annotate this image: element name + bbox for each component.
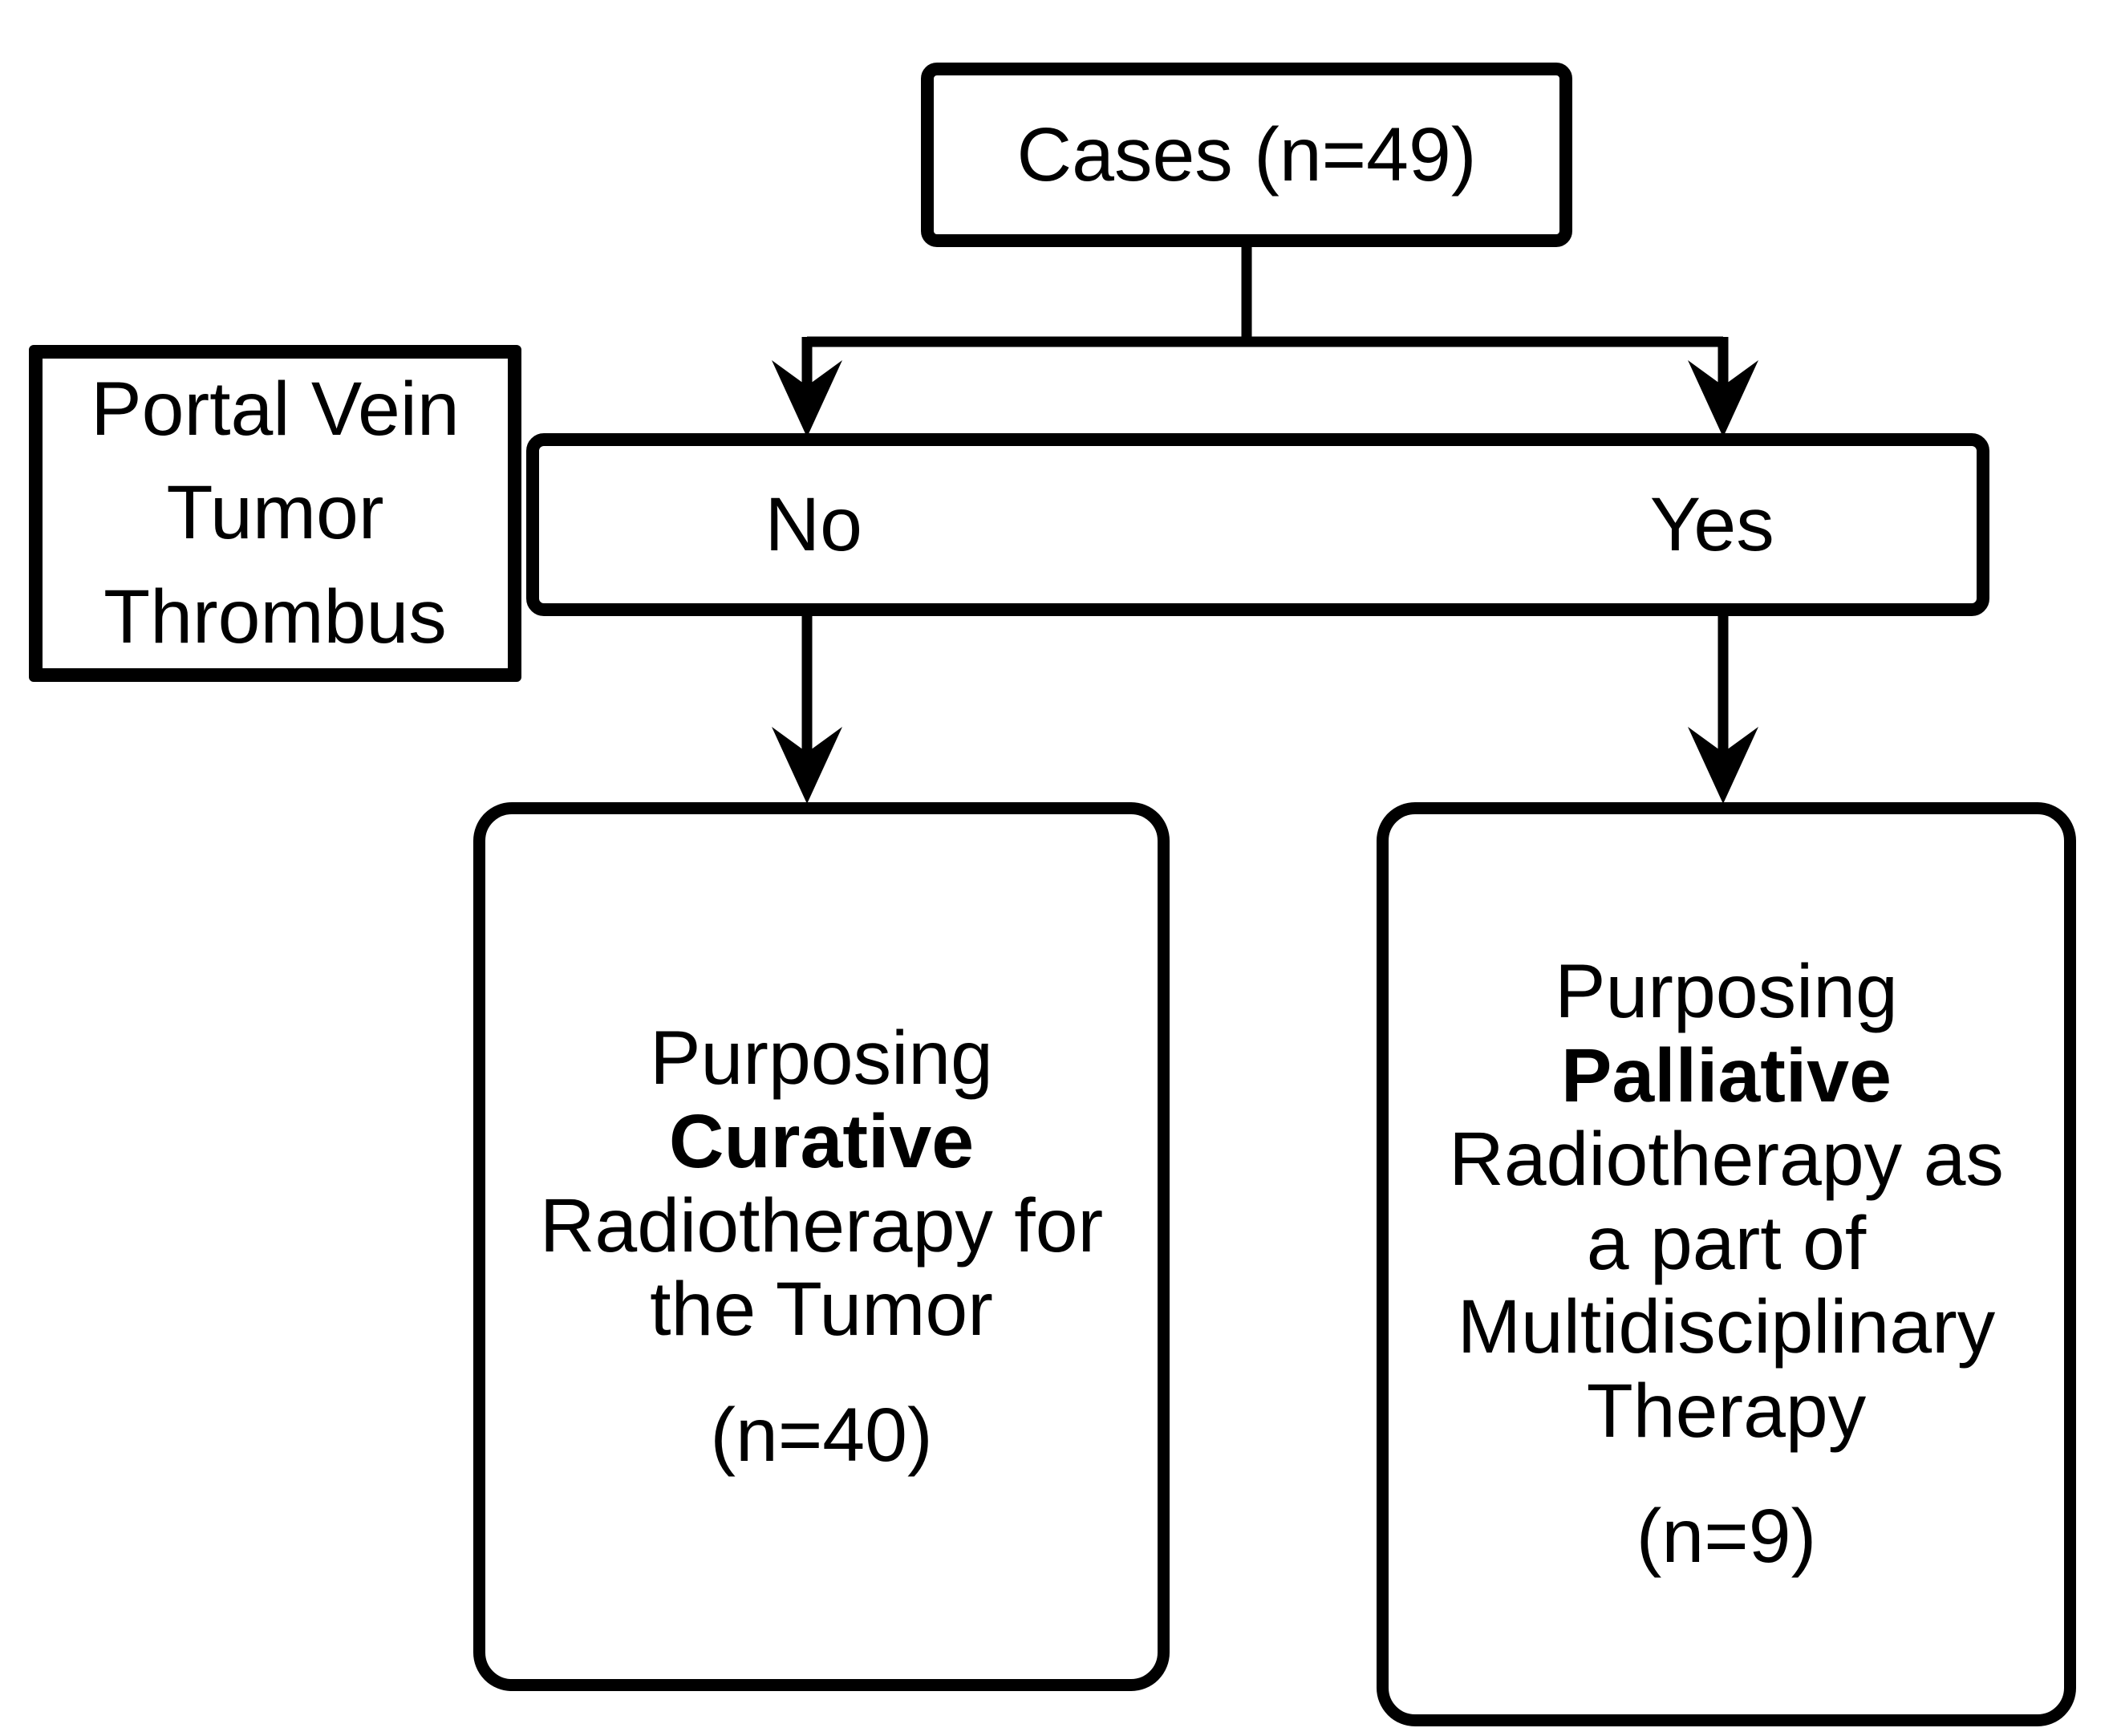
palliative-sample-size: (n=9) (1636, 1494, 1817, 1580)
curative-outcome-node: Purposing Curative Radiotherapy for the … (473, 802, 1170, 1691)
portal-label-line: Portal Vein (91, 367, 460, 452)
palliative-text-line: Radiotherapy as (1449, 1117, 2004, 1203)
arrow-down-icon (772, 727, 842, 804)
no-branch-label: No (764, 481, 862, 567)
arrow-down-icon (1688, 360, 1758, 437)
palliative-text-line: Therapy (1586, 1368, 1867, 1454)
arrow-down-icon (772, 360, 842, 437)
portal-label-line: Tumor (166, 470, 384, 556)
arrow-down-icon (1688, 727, 1758, 804)
curative-sample-size: (n=40) (710, 1392, 933, 1478)
curative-text-line-bold: Curative (668, 1099, 975, 1185)
palliative-outcome-node: Purposing Palliative Radiotherapy as a p… (1377, 802, 2076, 1726)
palliative-text-line: a part of (1586, 1200, 1867, 1286)
decision-bar-node: No Yes (526, 433, 1989, 616)
curative-text-line: Purposing (650, 1015, 993, 1101)
cases-node: Cases (n=49) (921, 63, 1572, 247)
palliative-text-line: Multidisciplinary (1457, 1284, 1996, 1370)
palliative-text-line-bold: Palliative (1561, 1032, 1892, 1118)
curative-text-line: Radiotherapy for (539, 1182, 1104, 1268)
portal-label-line: Thrombus (103, 574, 447, 659)
palliative-text-line: Purposing (1555, 949, 1898, 1035)
cases-label: Cases (n=49) (1016, 112, 1477, 197)
portal-vein-thrombus-node: Portal Vein Tumor Thrombus (29, 345, 521, 682)
yes-branch-label: Yes (1649, 481, 1774, 567)
curative-text-line: the Tumor (650, 1267, 993, 1353)
